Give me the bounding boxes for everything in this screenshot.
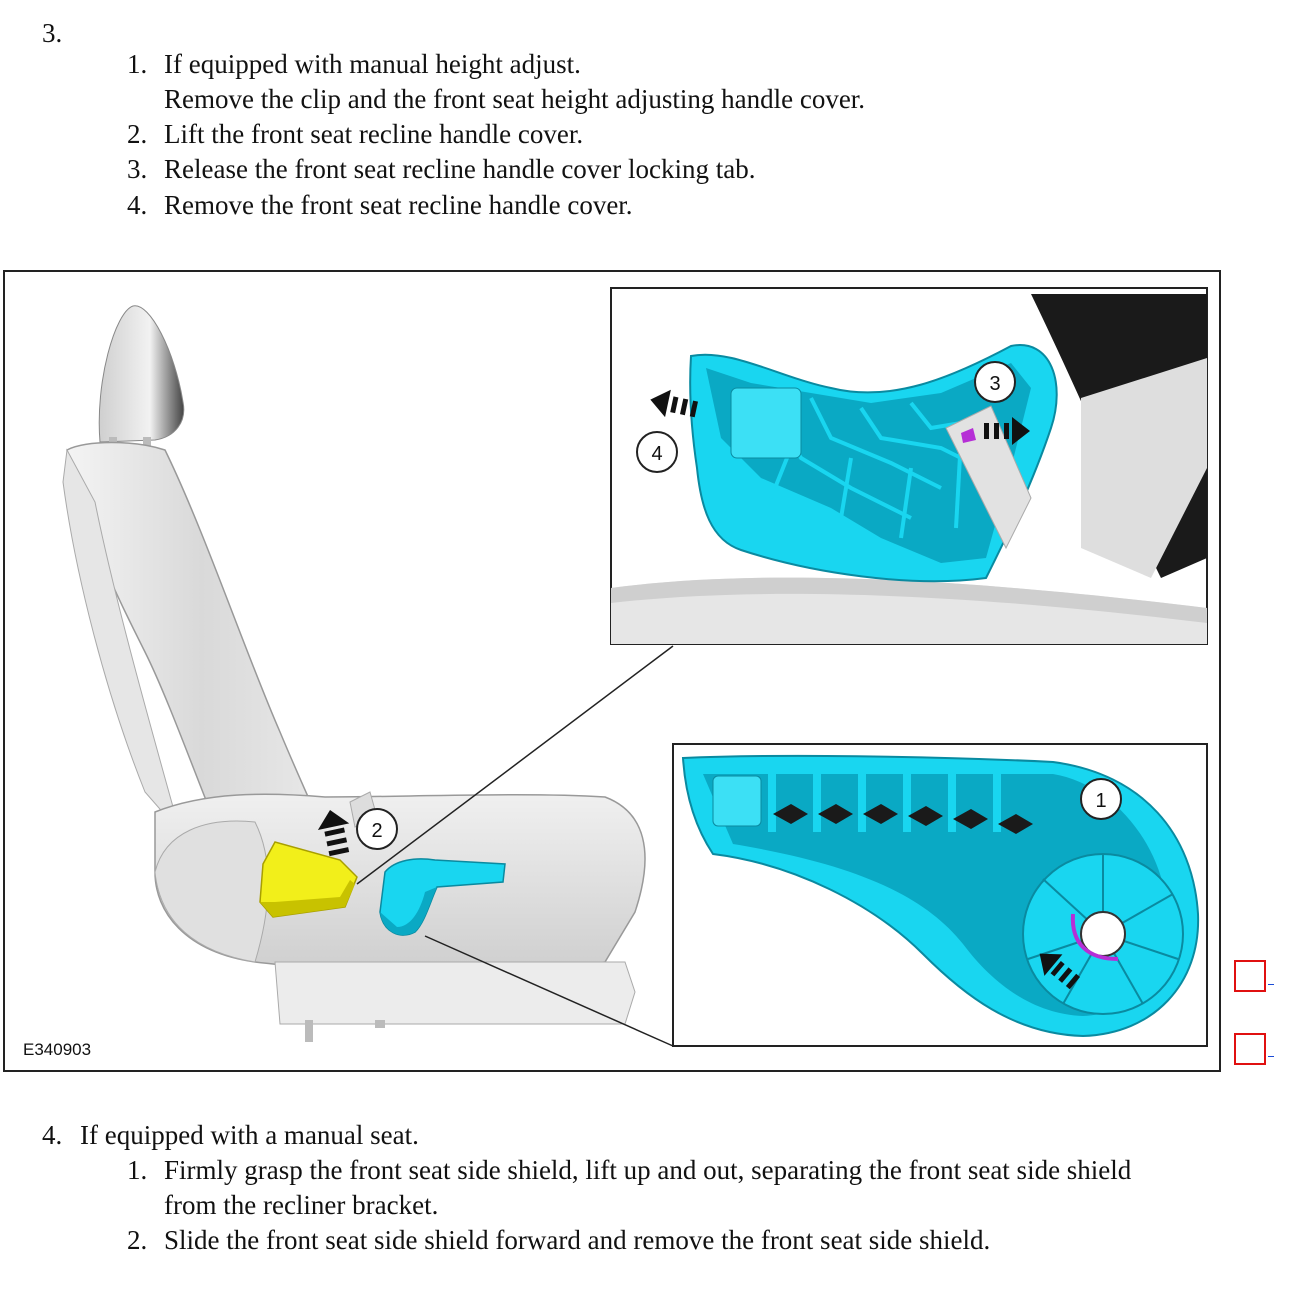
substep-number: 2. [127,1225,148,1255]
substep-text: Firmly grasp the front seat side shield,… [164,1155,1132,1185]
checkbox-marker [1268,1056,1274,1057]
substep-text: Remove the clip and the front seat heigh… [164,84,866,114]
callout-3-label: 3 [989,373,1000,395]
substep-number: 1. [127,49,148,79]
figure-id: E340903 [23,1040,92,1059]
substep-number: 1. [127,1155,148,1185]
seat-illustration-drawing: 2 3 4 1 [62,287,1208,1047]
callout-1-marker [1080,778,1122,820]
checkbox[interactable] [1234,1033,1266,1065]
callout-3-marker [974,361,1016,403]
step-title: If equipped with a manual seat. [80,1120,419,1150]
substep-text: Release the front seat recline handle co… [164,154,756,184]
substep-text: Slide the front seat side shield forward… [164,1225,991,1255]
checkbox[interactable] [1234,960,1266,992]
callout-2-label: 2 [371,820,382,842]
callout-2-marker [356,808,398,850]
substep-number: 4. [127,190,148,220]
substep-text: Remove the front seat recline handle cov… [164,190,633,220]
seat-illustration: 2 3 4 1 E340903 [3,270,1221,1072]
substep-number: 3. [127,154,148,184]
substep-text: If equipped with manual height adjust. [164,49,581,79]
substep-text: from the recliner bracket. [164,1190,439,1220]
callout-1-label: 1 [1095,790,1106,812]
substep-text: Lift the front seat recline handle cover… [164,119,584,149]
step-number: 3. [42,18,63,48]
callout-4-label: 4 [651,443,662,465]
checkbox-marker [1268,984,1274,985]
substep-number: 2. [127,119,148,149]
callout-4-marker [636,431,678,473]
step-number: 4. [42,1120,63,1150]
